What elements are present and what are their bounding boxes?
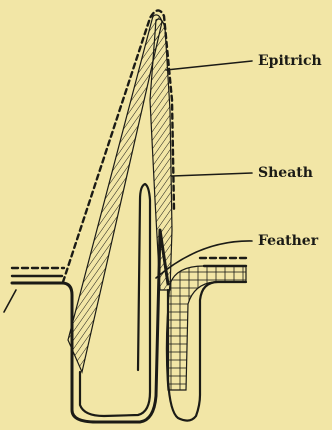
sheath-left-band [68, 15, 162, 372]
label-sheath: Sheath [258, 165, 313, 181]
left-pointer-line [4, 290, 16, 312]
label-epitrichium: Epitrich [258, 53, 322, 69]
label-feather: Feather [258, 233, 318, 249]
leader-line-epitrichium [166, 61, 252, 70]
leader-line-sheath [172, 173, 252, 176]
